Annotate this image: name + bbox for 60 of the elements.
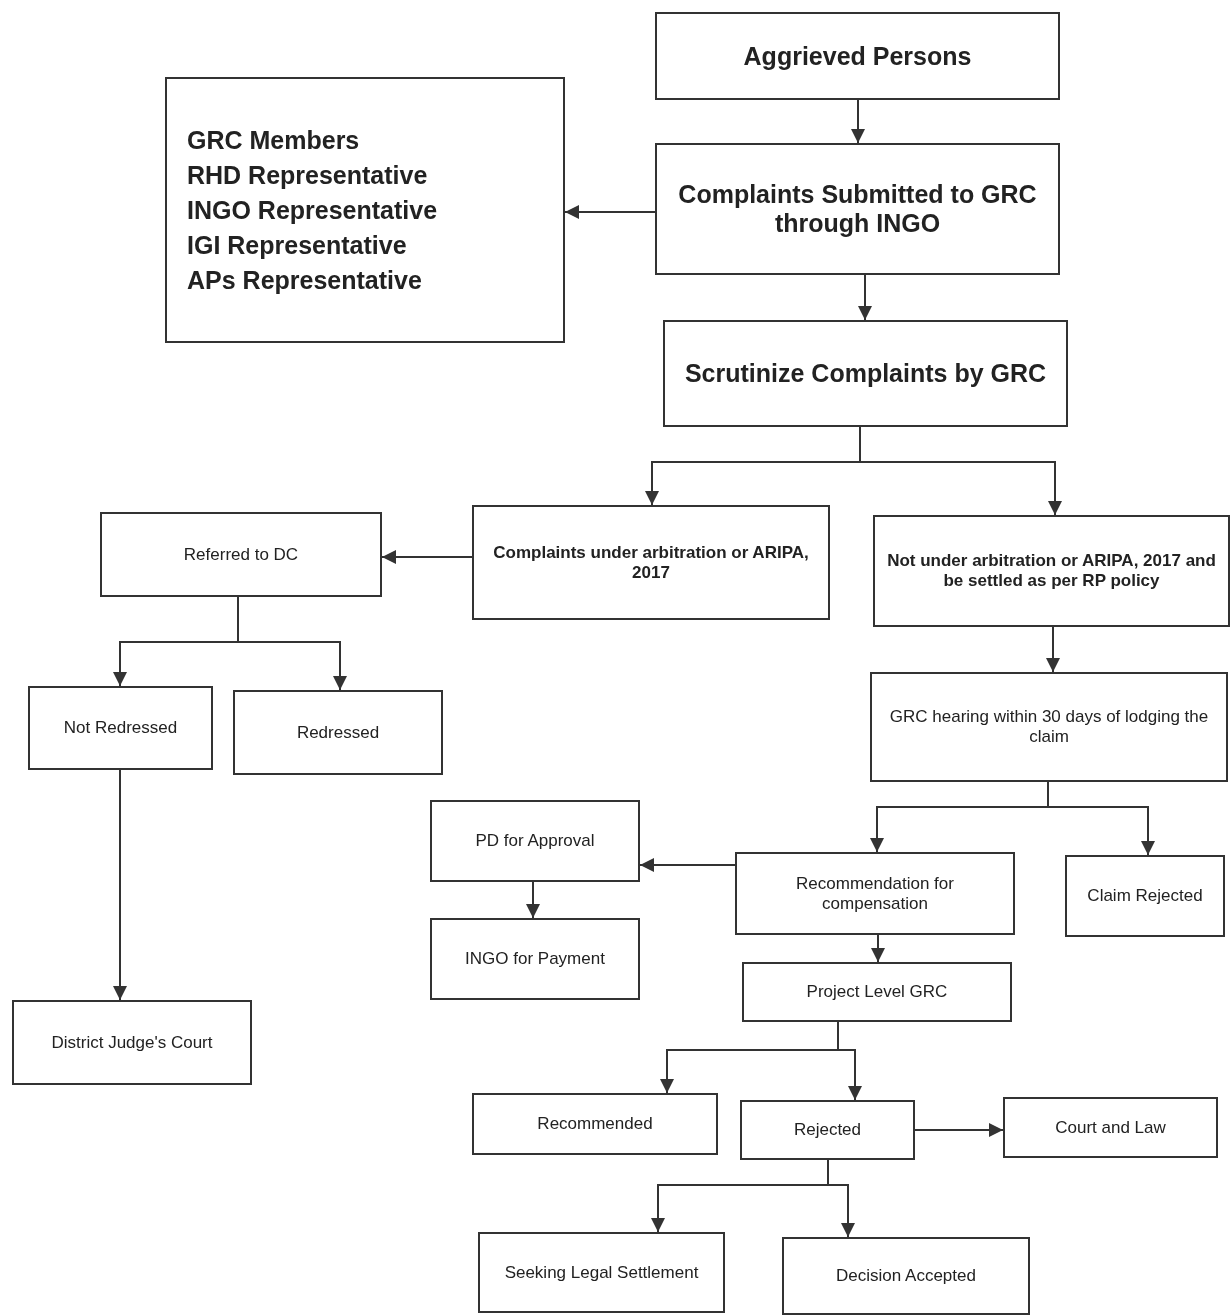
process-box: [12, 1000, 252, 1085]
box-text: INGO Representative: [187, 194, 438, 226]
process-box: [873, 515, 1230, 627]
process-box: [100, 512, 382, 597]
arrow: [237, 596, 347, 691]
process-box: [742, 962, 1012, 1022]
process-box: [740, 1100, 915, 1160]
process-box: [735, 852, 1015, 935]
process-box: [430, 800, 640, 882]
box-text: IGI Representative: [187, 229, 407, 261]
process-box: [233, 690, 443, 775]
arrow: [639, 858, 736, 872]
box-text: Complaints Submitted to GRC through INGO: [677, 180, 1038, 238]
box-text: Complaints under arbitration or ARIPA, 2017: [492, 542, 810, 583]
arrow: [1046, 626, 1060, 673]
box-text: Rejected: [793, 1120, 862, 1140]
arrow: [564, 205, 656, 219]
box-text: Scrutinize Complaints by GRC: [684, 359, 1047, 388]
box-text: Decision Accepted: [836, 1266, 976, 1286]
box-text: Redressed: [296, 722, 380, 743]
arrow: [914, 1123, 1004, 1137]
process-box: [782, 1237, 1030, 1315]
box-text: Claim Rejected: [1087, 886, 1203, 906]
box-text: Project Level GRC: [806, 982, 948, 1002]
box-text: RHD Representative: [187, 159, 428, 191]
box-text: Court and Law: [1055, 1117, 1166, 1138]
arrow: [526, 881, 540, 919]
process-box: [655, 12, 1060, 100]
arrow: [851, 99, 865, 144]
box-text: Aggrieved Persons: [743, 41, 972, 71]
process-box: [870, 672, 1228, 782]
arrow: [381, 550, 473, 564]
process-box: [1003, 1097, 1218, 1158]
arrow: [113, 769, 127, 1001]
process-box: [430, 918, 640, 1000]
box-text: Not under arbitration or ARIPA, 2017 and be settled as per RP policy: [886, 551, 1217, 591]
arrow: [837, 1021, 862, 1101]
box-text: APs Representative: [187, 264, 422, 296]
box-text: Not Redressed: [63, 718, 178, 738]
box-text: Recommended: [537, 1114, 653, 1134]
process-box: [472, 505, 830, 620]
process-box: [165, 77, 565, 343]
process-box: [655, 143, 1060, 275]
arrow: [827, 1159, 855, 1238]
box-text: Referred to DC: [183, 544, 299, 565]
arrow: [858, 274, 872, 321]
process-box: [478, 1232, 725, 1313]
box-text: Seeking Legal Settlement: [504, 1262, 699, 1283]
box-text: District Judge's Court: [51, 1032, 213, 1053]
process-box: [663, 320, 1068, 427]
box-text: GRC Members: [187, 124, 360, 156]
process-box: [28, 686, 213, 770]
box-text: GRC hearing within 30 days of lodging the claim: [888, 707, 1210, 747]
box-text: PD for Approval: [475, 831, 595, 851]
arrow: [871, 934, 885, 963]
arrow: [1047, 781, 1155, 856]
box-text: Recommendation for compensation: [795, 873, 955, 914]
box-text: INGO for Payment: [465, 949, 605, 969]
process-box: [1065, 855, 1225, 937]
process-box: [472, 1093, 718, 1155]
